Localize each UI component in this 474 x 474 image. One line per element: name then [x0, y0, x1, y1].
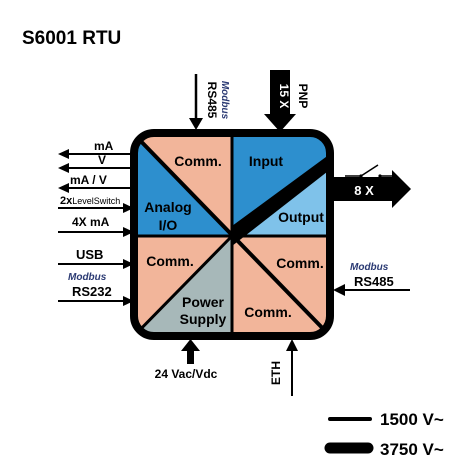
left-levelswitch-label: 2xLevelSwitch — [60, 195, 120, 207]
right-rs485-arrow-head — [333, 284, 345, 296]
top-pnp-input: 15 X PNP — [264, 70, 310, 132]
diagonal-divider-lower-left — [134, 234, 234, 336]
levelswitch-arrow-head — [123, 203, 134, 213]
switch-icon — [345, 164, 393, 178]
left-rs232-label: RS232 — [72, 284, 112, 299]
block-input-label: Input — [249, 153, 284, 169]
power-arrow-head — [181, 339, 200, 351]
diagram-title: S6001 RTU — [22, 28, 121, 49]
block-analog-label-1: Analog — [144, 199, 191, 215]
module-border — [130, 129, 334, 340]
top-rs485-arrow-head — [189, 118, 203, 130]
bottom-power: 24 Vac/Vdc — [155, 339, 218, 381]
left-ma-label: mA — [94, 139, 114, 153]
output-arrow-body — [334, 177, 392, 201]
legend-thin-label: 1500 V~ — [380, 410, 444, 429]
right-rs485-label: RS485 — [354, 274, 394, 289]
usb-arrow-head — [123, 259, 134, 269]
ma-arrow-head — [58, 149, 69, 159]
top-modbus-label: Modbus — [219, 81, 230, 120]
right-output-count-label: 8 X — [354, 183, 374, 198]
legend-thick-label: 3750 V~ — [380, 440, 444, 459]
bottom-power-label: 24 Vac/Vdc — [155, 367, 218, 381]
module-box — [134, 133, 330, 336]
block-comm-left-label: Comm. — [146, 253, 193, 269]
block-comm-bottom-label: Comm. — [244, 304, 291, 320]
left-ma-v-label: mA / V — [70, 173, 107, 187]
pnp-arrow-body — [270, 70, 290, 116]
right-modbus-label: Modbus — [350, 262, 389, 273]
pnp-count-label: 15 X — [277, 84, 291, 109]
pnp-arrow-head — [264, 114, 296, 132]
bottom-eth-label: ETH — [269, 361, 283, 385]
power-arrow-body — [187, 350, 194, 364]
left-ma4-label: 4X mA — [72, 215, 110, 229]
left-signals: mA V mA / V 2xLevelSwitch 4X mA USB Modb… — [58, 139, 134, 306]
block-output-label: Output — [278, 209, 324, 225]
block-comm-right-label: Comm. — [276, 255, 323, 271]
top-rs485-label: RS485 — [205, 82, 219, 119]
top-modbus-rs485: Modbus RS485 — [189, 74, 230, 130]
right-output-8x: 8 X — [334, 164, 411, 208]
ma4-arrow-head — [123, 227, 134, 237]
isolation-legend: 1500 V~ 3750 V~ — [324, 410, 444, 459]
rs232-arrow-head — [123, 296, 134, 306]
block-power-label-2: Supply — [180, 311, 227, 327]
bottom-eth: ETH — [269, 339, 298, 396]
left-usb-label: USB — [76, 247, 103, 262]
pnp-label: PNP — [296, 84, 310, 109]
block-analog-label-2: I/O — [159, 217, 178, 233]
left-v-label: V — [98, 153, 106, 167]
ma-v-arrow-head — [58, 183, 69, 193]
right-modbus-rs485: Modbus RS485 — [333, 262, 410, 296]
block-comm-top-label: Comm. — [174, 153, 221, 169]
left-modbus-label: Modbus — [68, 272, 107, 283]
block-power-label-1: Power — [182, 294, 225, 310]
eth-arrow-head — [286, 339, 298, 351]
v-arrow-head — [58, 163, 69, 173]
output-arrow-head — [392, 170, 411, 208]
diagonal-divider-thick — [232, 143, 330, 246]
